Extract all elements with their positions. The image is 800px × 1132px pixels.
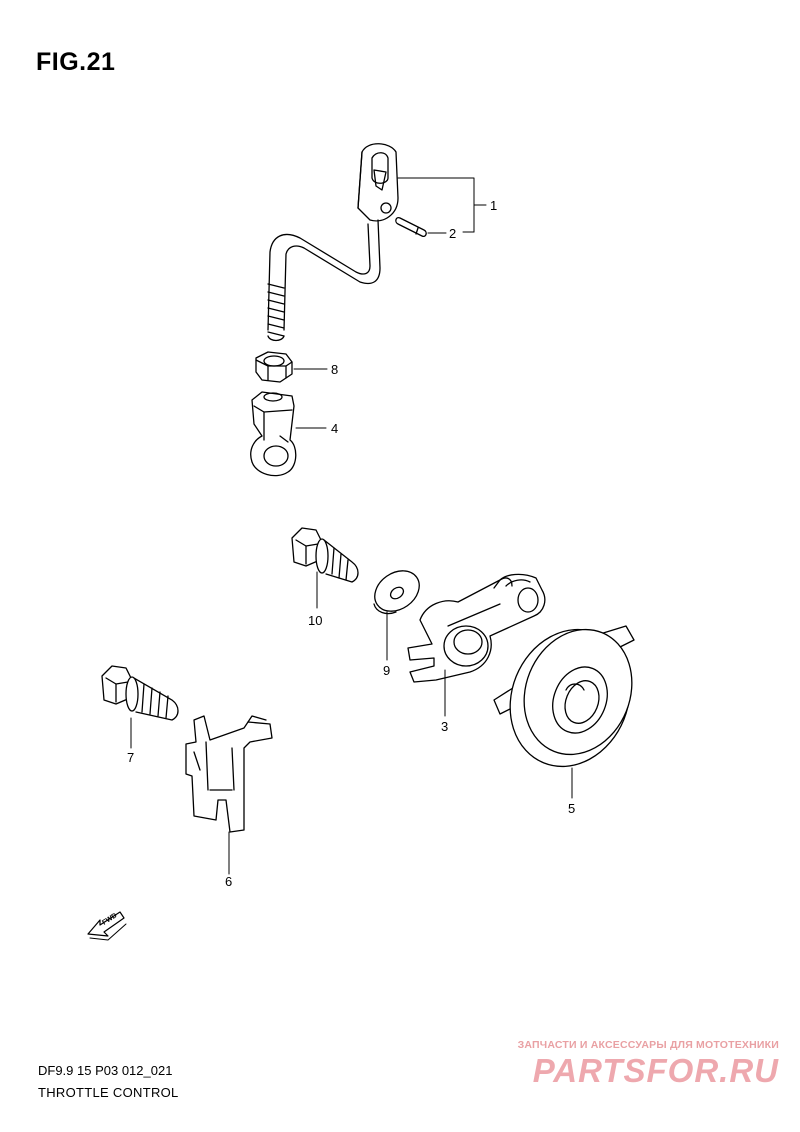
bolt-part-10 — [291, 527, 359, 583]
bracket-part-6 — [185, 715, 273, 833]
figure-title: FIG.21 — [36, 48, 116, 76]
callout-8: 8 — [331, 362, 338, 377]
model-code: DF9.9 15 P03 012_021 — [38, 1063, 173, 1078]
callout-9: 9 — [383, 663, 390, 678]
callout-1: 1 — [490, 198, 497, 213]
callout-5: 5 — [568, 801, 575, 816]
section-title: THROTTLE CONTROL — [38, 1085, 179, 1100]
throttle-lever-part-3 — [407, 573, 546, 683]
callout-4: 4 — [331, 421, 338, 436]
fwd-arrow-icon: FWD — [87, 911, 127, 941]
bolt-part-7 — [101, 665, 179, 721]
callout-7: 7 — [127, 750, 134, 765]
watermark-logo: PARTSFOR.RU — [532, 1052, 779, 1089]
callout-3: 3 — [441, 719, 448, 734]
leader-lines — [130, 177, 573, 875]
callout-10: 10 — [308, 613, 322, 628]
pin-part-2 — [395, 216, 427, 238]
callout-6: 6 — [225, 874, 232, 889]
rotor-part-5 — [493, 625, 635, 768]
watermark-tagline: ЗАПЧАСТИ И АКСЕССУАРЫ ДЛЯ МОТОТЕХНИКИ — [517, 1039, 779, 1051]
throttle-rod-part-1 — [267, 143, 399, 342]
rod-end-part-4 — [250, 391, 297, 477]
callout-2: 2 — [449, 226, 456, 241]
nut-part-8 — [255, 351, 293, 383]
washer-part-9 — [373, 570, 420, 615]
